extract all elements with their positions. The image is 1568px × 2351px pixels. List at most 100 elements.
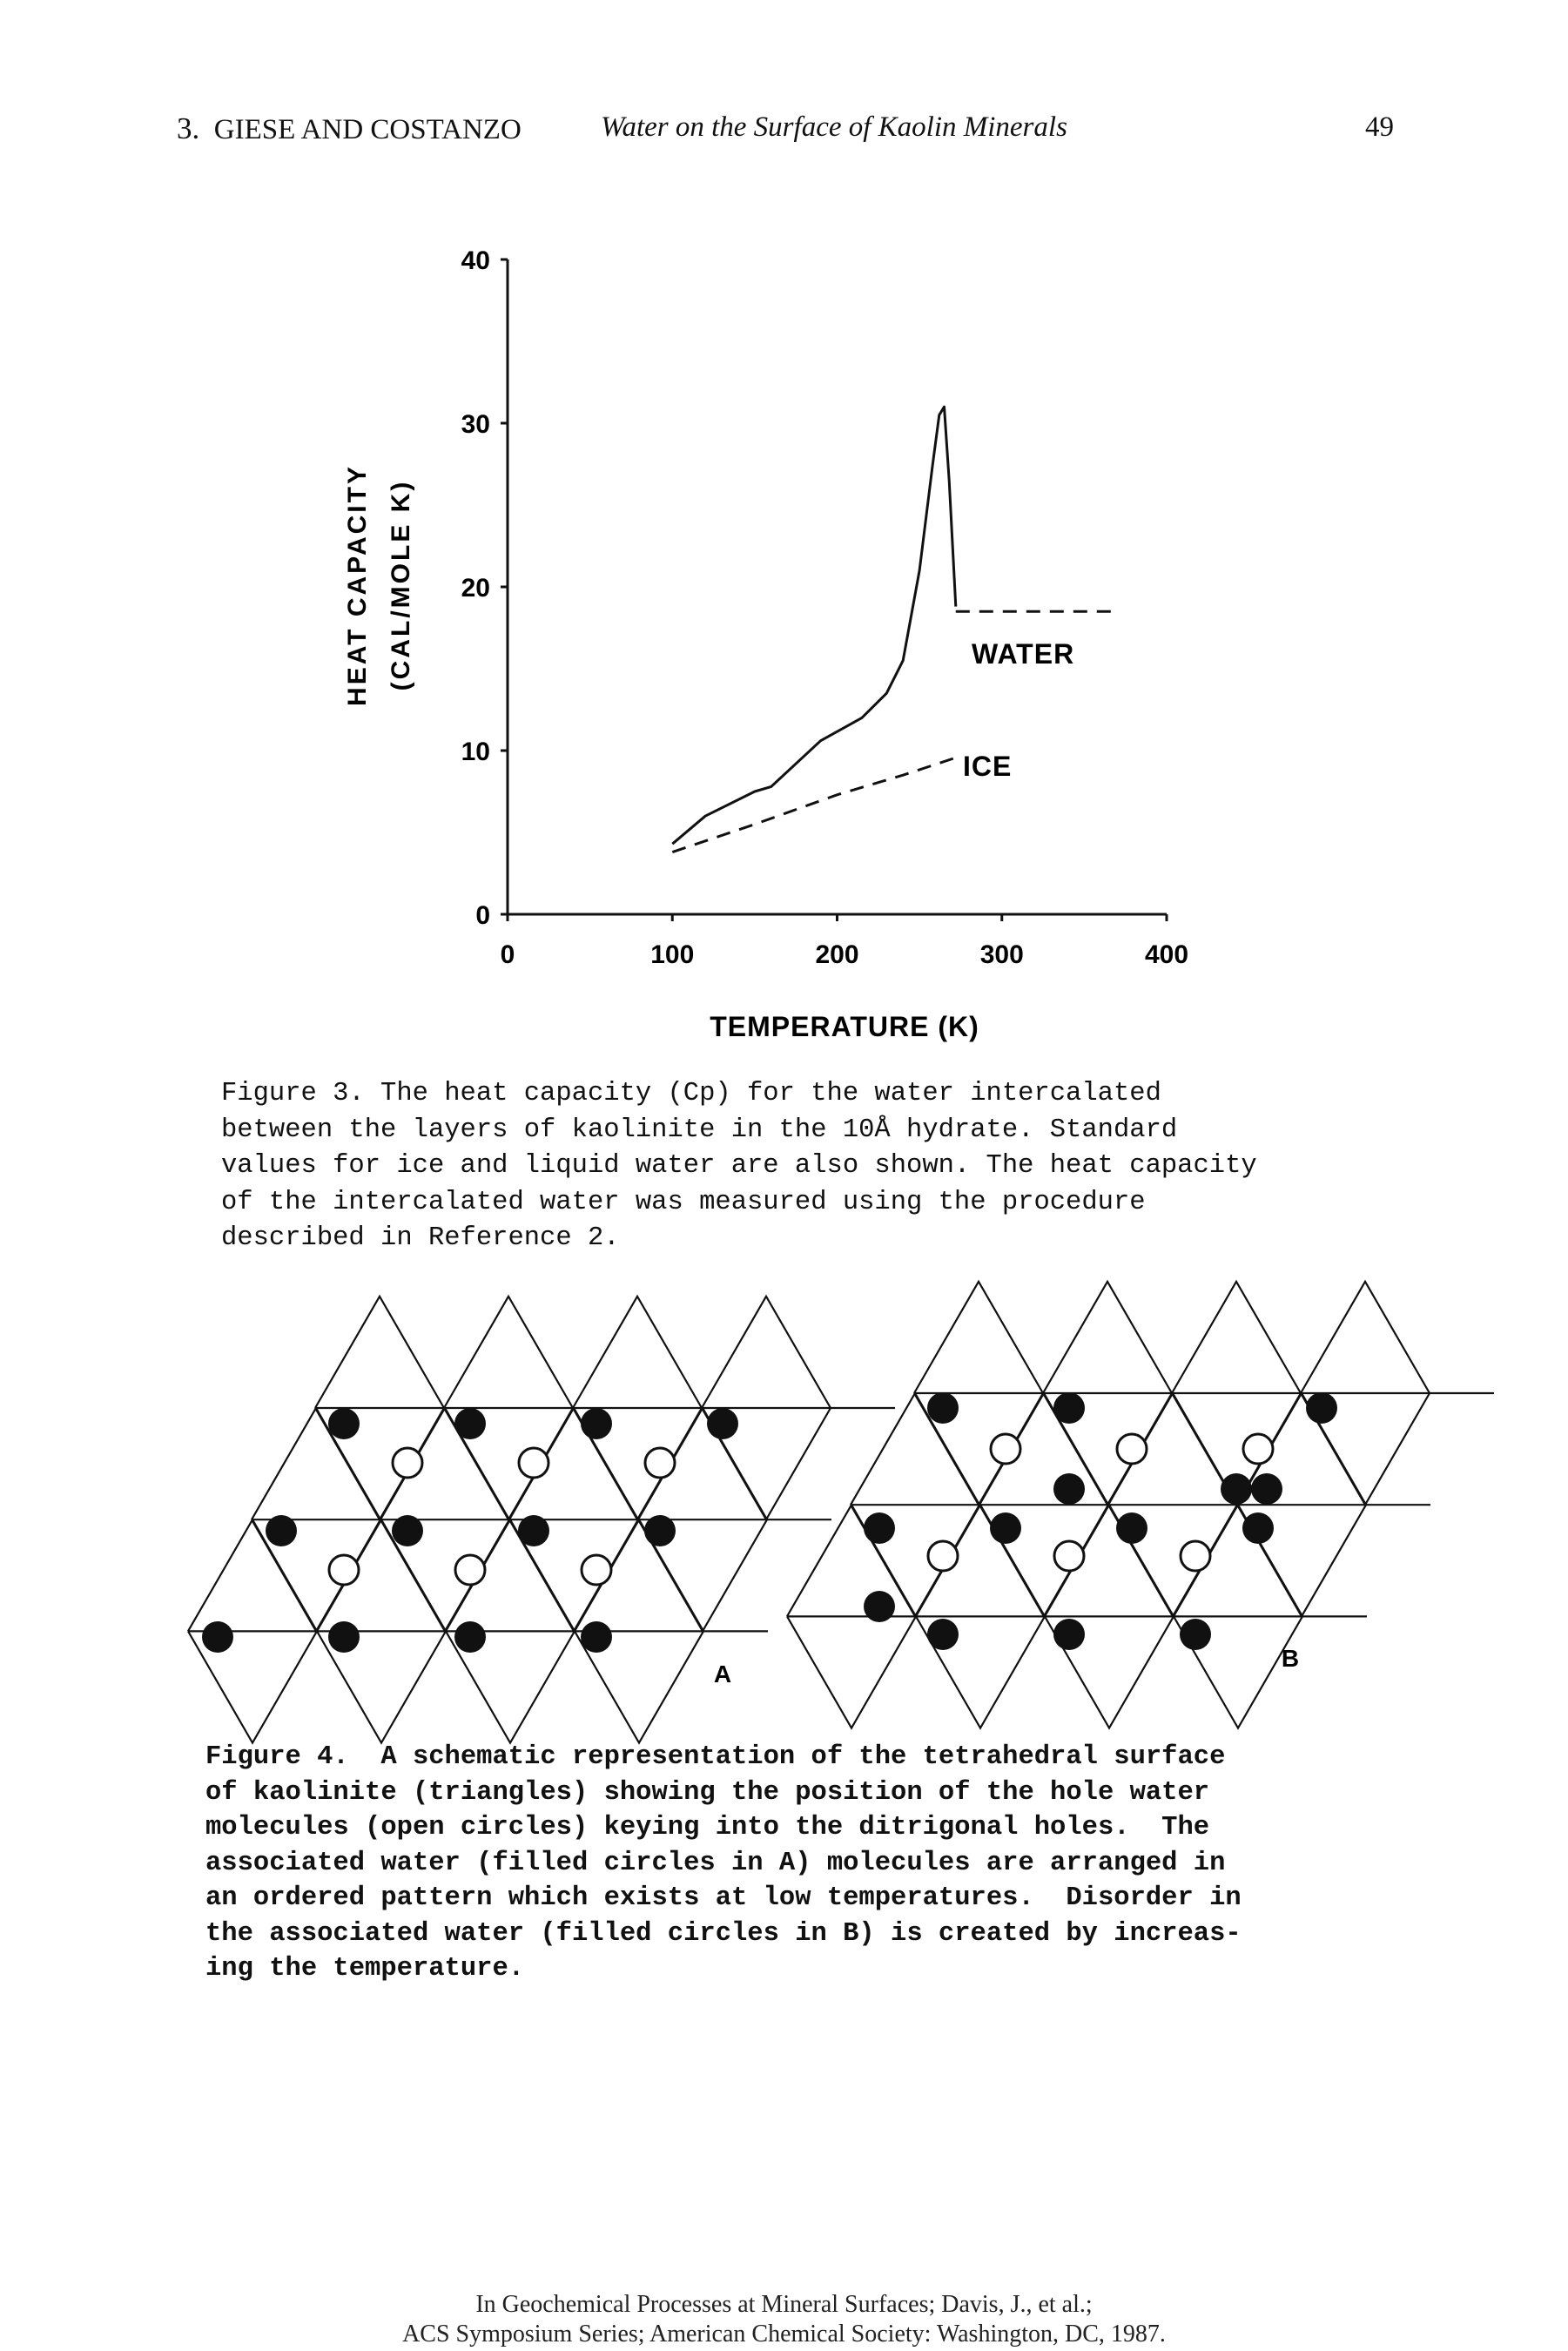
associated-water-filled-circle xyxy=(927,1619,959,1650)
associated-water-filled-circle xyxy=(644,1515,676,1546)
running-head-title: Water on the Surface of Kaolin Minerals xyxy=(601,111,1067,143)
associated-water-filled-circle xyxy=(1251,1473,1282,1505)
associated-water-filled-circle xyxy=(392,1515,423,1546)
x-axis-label: TEMPERATURE (K) xyxy=(710,1011,979,1042)
associated-water-filled-circle xyxy=(864,1512,895,1544)
figure-4-caption: Figure 4. A schematic representation of … xyxy=(205,1742,1242,1984)
associated-water-filled-circle xyxy=(454,1621,486,1653)
associated-water-filled-circle xyxy=(581,1621,612,1653)
ice-series xyxy=(671,756,959,854)
tetrahedron-triangle xyxy=(979,1391,1109,1506)
associated-water-filled-circle xyxy=(1306,1392,1337,1424)
page-number: 49 xyxy=(1365,111,1394,143)
associated-water-filled-circle xyxy=(1242,1512,1274,1544)
y-tick-label: 10 xyxy=(461,738,490,766)
tetrahedron-triangle xyxy=(1044,1502,1174,1617)
tetrahedron-triangle xyxy=(786,1615,917,1730)
hole-water-open-circle xyxy=(391,1446,424,1479)
tetrahedron-triangle xyxy=(508,1405,639,1520)
tetrahedron-triangle xyxy=(701,1294,831,1409)
running-head-authors: GIESE AND COSTANZO xyxy=(213,114,522,145)
tetrahedron-triangle xyxy=(637,1405,768,1520)
tetrahedron-triangle xyxy=(1173,1615,1303,1730)
footer-citation-line-1: In Geochemical Processes at Mineral Surf… xyxy=(475,2291,1093,2318)
hole-water-open-circle xyxy=(454,1553,487,1586)
tetrahedron-triangle xyxy=(1042,1279,1173,1394)
x-tick-label: 400 xyxy=(1145,940,1188,969)
associated-water-filled-circle xyxy=(518,1515,549,1546)
figure-3-caption: Figure 3. The heat capacity (Cp) for the… xyxy=(221,1079,1257,1253)
hole-water-open-circle xyxy=(989,1432,1022,1465)
tetrahedron-triangle xyxy=(187,1630,318,1745)
tetrahedron-triangle xyxy=(316,1517,447,1632)
tetrahedron-triangle xyxy=(380,1405,510,1520)
hole-water-open-circle xyxy=(517,1446,550,1479)
panel-b-label: B xyxy=(1282,1645,1299,1672)
panel-a-label: A xyxy=(714,1661,731,1687)
intercalated-water-series xyxy=(671,405,958,845)
ice-annotation: ICE xyxy=(963,751,1012,782)
figure-4-panel-b xyxy=(786,1279,1494,1730)
associated-water-filled-circle xyxy=(927,1392,959,1424)
tetrahedron-triangle xyxy=(314,1294,445,1409)
hole-water-open-circle xyxy=(1242,1432,1275,1465)
tetrahedron-triangle xyxy=(445,1517,575,1632)
associated-water-filled-circle xyxy=(1116,1512,1147,1544)
hole-water-open-circle xyxy=(1053,1539,1086,1573)
y-tick-label: 0 xyxy=(475,901,490,930)
hole-water-open-circle xyxy=(1115,1432,1148,1465)
tetrahedron-triangle xyxy=(913,1279,1044,1394)
tetrahedron-triangle xyxy=(187,1517,318,1632)
associated-water-filled-circle xyxy=(1053,1392,1085,1424)
hole-water-open-circle xyxy=(1179,1539,1212,1573)
associated-water-filled-circle xyxy=(990,1512,1021,1544)
tetrahedron-triangle xyxy=(445,1630,575,1745)
tetrahedron-triangle xyxy=(1044,1615,1174,1730)
y-tick-label: 20 xyxy=(461,574,490,603)
associated-water-filled-circle xyxy=(328,1408,360,1439)
x-tick-label: 200 xyxy=(815,940,858,969)
running-head-chapter: 3. GIESE AND COSTANZO xyxy=(177,111,522,146)
tetrahedron-triangle xyxy=(251,1405,381,1520)
tetrahedron-triangle xyxy=(1173,1502,1303,1617)
tetrahedron-triangle xyxy=(1107,1391,1238,1506)
y-axis-label-line1: HEAT CAPACITY xyxy=(343,464,372,706)
tetrahedron-triangle xyxy=(1300,1279,1430,1394)
tetrahedron-triangle xyxy=(915,1615,1046,1730)
tetrahedron-triangle xyxy=(443,1294,574,1409)
associated-water-filled-circle xyxy=(1053,1473,1085,1505)
y-tick-label: 30 xyxy=(461,410,490,439)
x-tick-label: 100 xyxy=(650,940,694,969)
associated-water-filled-circle xyxy=(1221,1473,1252,1505)
x-tick-label: 0 xyxy=(501,940,515,969)
tetrahedron-triangle xyxy=(850,1391,980,1506)
associated-water-filled-circle xyxy=(707,1408,738,1439)
hole-water-open-circle xyxy=(643,1446,676,1479)
running-head: 3. GIESE AND COSTANZO Water on the Surfa… xyxy=(0,111,1568,155)
associated-water-filled-circle xyxy=(581,1408,612,1439)
figure-4-panel-a xyxy=(187,1294,895,1745)
associated-water-filled-circle xyxy=(266,1515,297,1546)
tetrahedron-triangle xyxy=(915,1502,1046,1617)
hole-water-open-circle xyxy=(580,1553,613,1586)
y-tick-label: 40 xyxy=(461,246,490,275)
associated-water-filled-circle xyxy=(864,1591,895,1622)
associated-water-filled-circle xyxy=(1180,1619,1211,1650)
tetrahedron-triangle xyxy=(574,1630,704,1745)
tetrahedron-triangle xyxy=(574,1517,704,1632)
y-axis-label-line2: (CAL/MOLE K) xyxy=(387,480,415,691)
x-tick-label: 300 xyxy=(980,940,1024,969)
chart-series xyxy=(671,405,1118,854)
tetrahedron-triangle xyxy=(1171,1279,1302,1394)
associated-water-filled-circle xyxy=(328,1621,360,1653)
associated-water-filled-circle xyxy=(454,1408,486,1439)
associated-water-filled-circle xyxy=(1053,1619,1085,1650)
tetrahedron-triangle xyxy=(1236,1391,1367,1506)
hole-water-open-circle xyxy=(327,1553,360,1586)
tetrahedron-triangle xyxy=(786,1502,917,1617)
tetrahedron-triangle xyxy=(572,1294,703,1409)
hole-water-open-circle xyxy=(926,1539,959,1573)
